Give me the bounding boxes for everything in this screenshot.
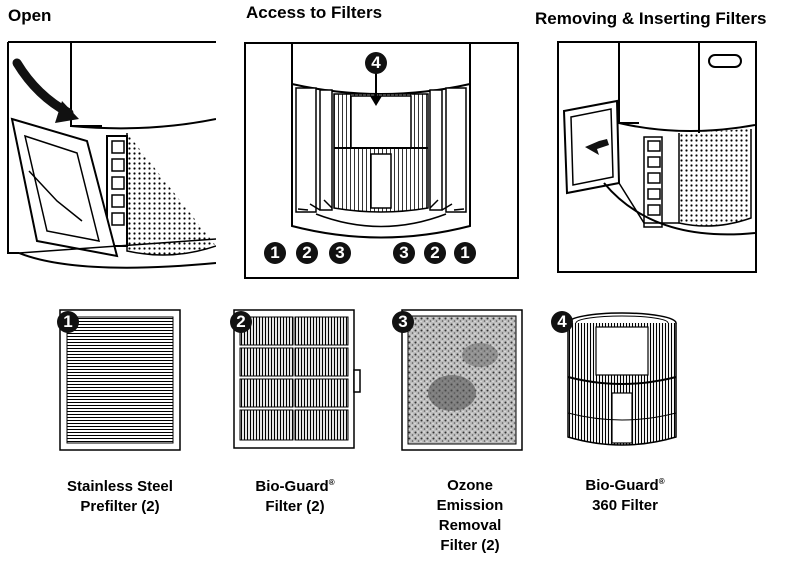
ozone-filter-badge: 3 — [392, 311, 414, 333]
caption-ozone-line2: Emission — [436, 497, 504, 514]
bioguard-360-filter-image: 4 — [550, 305, 680, 455]
caption-bioguard-360: Bio-Guard® 360 Filter — [550, 472, 700, 516]
caption-ozone-filter: Ozone Emission Removal Filter (2) — [400, 476, 540, 556]
caption-prefilter-line1: Stainless Steel — [67, 478, 173, 495]
caption-bioguard-360-line2: 360 Filter — [592, 497, 658, 514]
ozone-filter-image: 3 — [390, 305, 524, 455]
access-label-right-2: 2 — [424, 242, 446, 264]
caption-prefilter-line2: Prefilter (2) — [80, 498, 160, 515]
caption-bioguard-trademark: ® — [328, 478, 335, 487]
open-illustration — [7, 41, 216, 272]
caption-bioguard-360-line1: Bio-Guard — [585, 477, 659, 494]
caption-ozone-line1: Ozone — [447, 477, 493, 494]
prefilter-badge: 1 — [57, 311, 79, 333]
access-label-left-1: 1 — [264, 242, 286, 264]
caption-bioguard-filter: Bio-Guard® Filter (2) — [220, 473, 370, 517]
heading-removing-inserting: Removing & Inserting Filters — [535, 9, 767, 28]
access-label-left-3: 3 — [329, 242, 351, 264]
bioguard-360-filter-badge: 4 — [551, 311, 573, 333]
caption-bioguard-360-trademark: ® — [658, 477, 665, 486]
access-label-4: 4 — [365, 52, 387, 74]
access-illustration: 4 1 2 3 3 2 1 — [244, 42, 519, 279]
caption-bioguard-line2: Filter (2) — [265, 498, 325, 515]
access-label-left-2: 2 — [296, 242, 318, 264]
caption-bioguard-line1: Bio-Guard — [255, 478, 329, 495]
prefilter-image: 1 — [47, 305, 183, 455]
heading-access-to-filters: Access to Filters — [246, 3, 383, 22]
bioguard-filter-badge: 2 — [230, 311, 252, 333]
caption-ozone-line3: Removal — [438, 517, 502, 534]
access-label-right-1: 1 — [454, 242, 476, 264]
caption-ozone-line4: Filter (2) — [440, 537, 500, 554]
removing-illustration — [557, 41, 757, 273]
bioguard-filter-image: 2 — [228, 305, 362, 455]
heading-open: Open — [8, 6, 52, 25]
caption-prefilter: Stainless Steel Prefilter (2) — [40, 477, 200, 517]
access-label-right-3: 3 — [393, 242, 415, 264]
